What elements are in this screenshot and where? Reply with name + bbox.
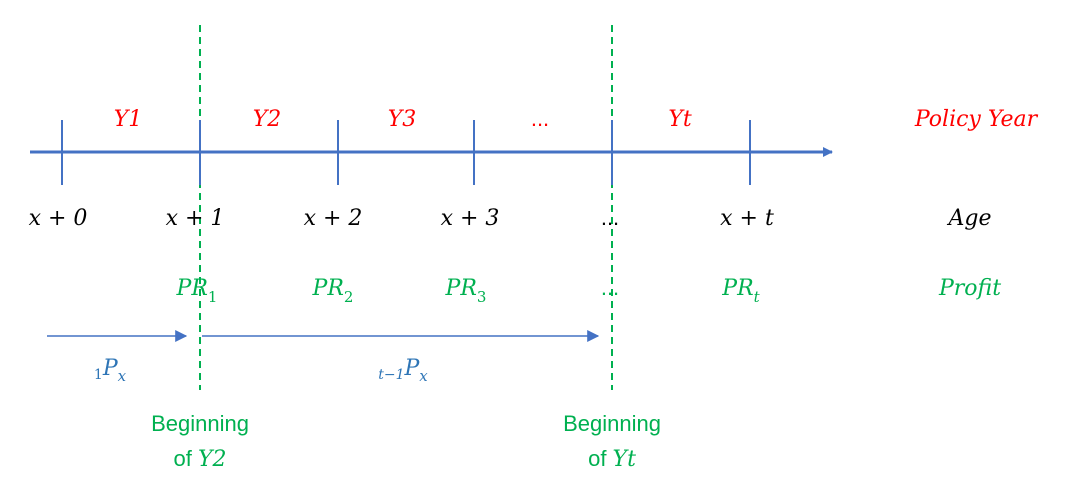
age-label-ellipsis: ... — [601, 205, 619, 230]
age-label-3: x + 3 — [441, 206, 500, 231]
marker-caption-y2-line2: of Y2 — [174, 446, 227, 472]
profit-label-2: PR2 — [312, 276, 354, 306]
policy-year-label-ellipsis: ... — [531, 106, 549, 131]
age-label-1: x + 1 — [166, 206, 225, 231]
policy-year-label-2: Y2 — [253, 107, 282, 132]
marker-caption-yt-line1: Beginning — [563, 411, 661, 436]
policy-year-heading: Policy Year — [914, 107, 1039, 132]
marker-caption-yt-line2: of Yt — [588, 446, 636, 472]
marker-caption-y2-line1: Beginning — [151, 411, 249, 436]
age-label-0: x + 0 — [29, 206, 88, 231]
profit-label-3: PR3 — [445, 276, 487, 306]
profit-label-t: PRt — [721, 276, 760, 306]
policy-year-label-3: Y3 — [388, 107, 417, 132]
profit-label-ellipsis: ... — [601, 275, 619, 300]
policy-year-label-t: Yt — [668, 107, 692, 132]
age-label-t: x + t — [720, 206, 774, 231]
survival-label-1: 1Px — [94, 356, 127, 385]
profit-heading: Profit — [938, 276, 1001, 301]
policy-year-label-1: Y1 — [114, 107, 143, 132]
age-label-2: x + 2 — [304, 206, 363, 231]
survival-label-2: t−1Px — [378, 356, 428, 385]
age-heading: Age — [947, 206, 992, 231]
profit-label-1: PR1 — [176, 276, 218, 306]
